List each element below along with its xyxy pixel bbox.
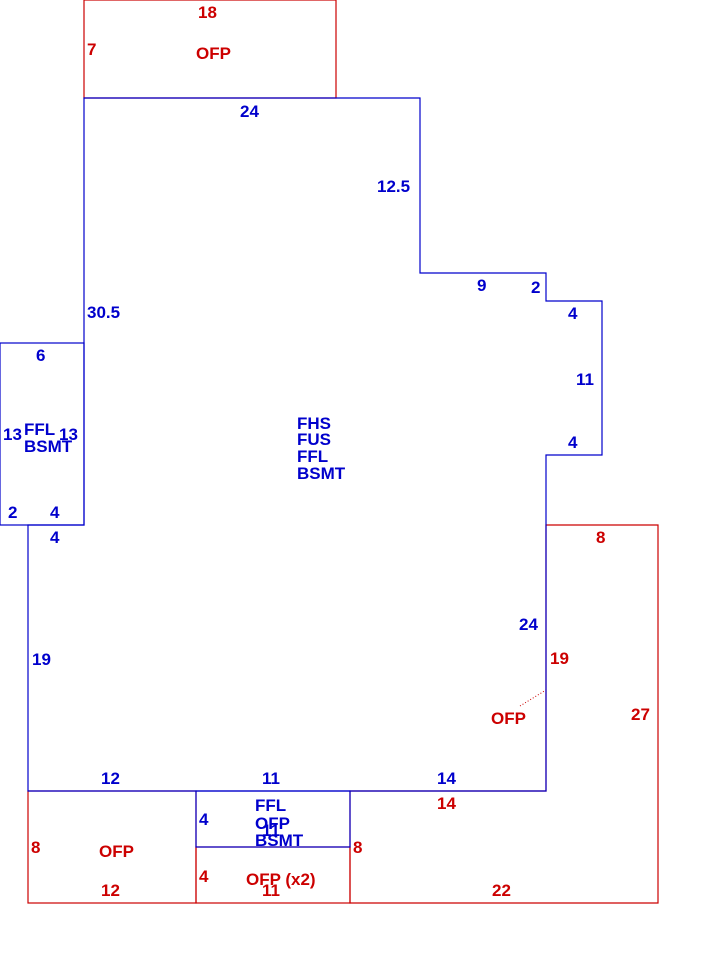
porch-mid-depth: 4 bbox=[199, 867, 209, 886]
main-dim-step-b: 2 bbox=[531, 278, 540, 297]
left-wing-label-ffl: FFL bbox=[24, 420, 55, 439]
left-wing-dim-bottom-right: 4 bbox=[50, 503, 60, 522]
main-dim-step-c: 4 bbox=[568, 304, 578, 323]
porch-right-dim-left: 19 bbox=[550, 649, 569, 668]
left-wing-dim-left: 13 bbox=[3, 425, 22, 444]
inset-overlap-dim: 11 bbox=[262, 821, 280, 840]
main-dim-bump: 11 bbox=[576, 370, 594, 389]
porch-right-dim-inner: 14 bbox=[437, 794, 456, 813]
main-label-bsmt: BSMT bbox=[297, 464, 346, 483]
bottom-inset-outline bbox=[195, 790, 351, 848]
left-wing-dim-right: 13 bbox=[59, 425, 78, 444]
main-dim-notch: 4 bbox=[50, 528, 60, 547]
main-label-fus: FUS bbox=[297, 430, 331, 449]
main-dim-right-lower: 24 bbox=[519, 615, 538, 634]
porch-mid-label: OFP (x2) bbox=[246, 870, 316, 889]
porch-left-width: 12 bbox=[101, 881, 120, 900]
top-porch-width: 18 bbox=[198, 3, 217, 22]
left-wing-dim-top: 6 bbox=[36, 346, 45, 365]
porch-right-label: OFP bbox=[491, 709, 526, 728]
main-dim-step-d: 4 bbox=[568, 433, 578, 452]
inset-label-ffl: FFL bbox=[255, 796, 286, 815]
inset-label-ofp: OFP bbox=[255, 814, 290, 833]
main-dim-bottom-right: 14 bbox=[437, 769, 456, 788]
main-dim-top: 24 bbox=[240, 102, 259, 121]
inset-label-bsmt: BSMT bbox=[255, 831, 304, 850]
left-wing-label-bsmt: BSMT bbox=[24, 437, 73, 456]
left-wing-outline bbox=[0, 342, 85, 526]
main-dim-step-a: 9 bbox=[477, 276, 486, 295]
porch-right-dim-top: 8 bbox=[596, 528, 605, 547]
top-porch-depth: 7 bbox=[87, 40, 96, 59]
porch-right-dim-bottom: 22 bbox=[492, 881, 511, 900]
top-porch-label: OFP bbox=[196, 44, 231, 63]
porch-mid-right: 8 bbox=[353, 838, 362, 857]
porch-right-dim-right: 27 bbox=[631, 705, 650, 724]
main-label-fhs: FHS bbox=[297, 414, 331, 433]
main-dim-bottom-mid: 11 bbox=[262, 769, 280, 788]
main-dim-left-upper: 30.5 bbox=[87, 303, 120, 322]
main-dim-right-upper: 12.5 bbox=[377, 177, 410, 196]
left-wing-dim-bottom-left: 2 bbox=[8, 503, 17, 522]
porch-mid-width: 11 bbox=[262, 881, 280, 900]
main-dim-bottom-left: 12 bbox=[101, 769, 120, 788]
porch-left-depth: 8 bbox=[31, 838, 40, 857]
main-dim-left-lower: 19 bbox=[32, 650, 51, 669]
porch-leader-line bbox=[519, 689, 547, 707]
inset-dim-side: 4 bbox=[199, 810, 209, 829]
porch-left-label: OFP bbox=[99, 842, 134, 861]
main-label-ffl: FFL bbox=[297, 447, 328, 466]
